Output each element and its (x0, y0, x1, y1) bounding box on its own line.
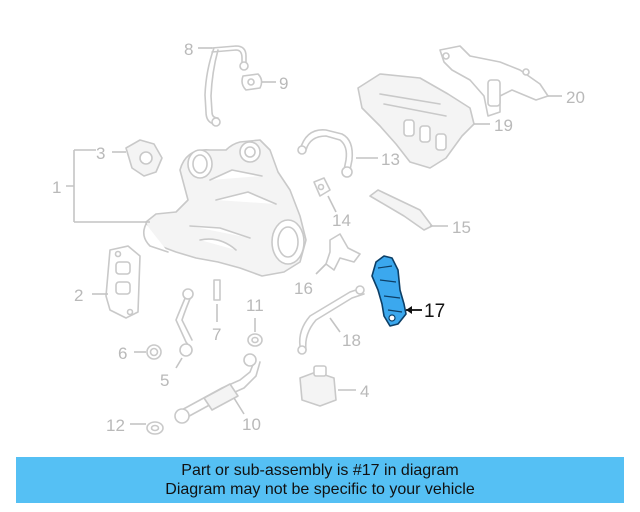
part-8-oil-line: 8 (184, 40, 249, 127)
callout-18: 18 (342, 331, 361, 350)
callout-19: 19 (494, 116, 513, 135)
callout-13: 13 (381, 150, 400, 169)
callout-9: 9 (279, 74, 288, 93)
part-18-support-rod: 18 (297, 285, 365, 355)
part-10-pipe-assembly: 10 (174, 353, 261, 434)
banner-line-1: Part or sub-assembly is #17 in diagram (181, 462, 459, 479)
callout-5: 5 (160, 371, 169, 390)
callout-10: 10 (242, 415, 261, 434)
info-banner: Part or sub-assembly is #17 in diagram D… (16, 457, 624, 503)
part-9-gasket: 9 (241, 73, 288, 93)
callout-6: 6 (118, 344, 127, 363)
callout-12: 12 (106, 416, 125, 435)
callout-8: 8 (184, 40, 193, 59)
callout-2: 2 (74, 286, 83, 305)
part-7-stud: 7 (212, 279, 221, 344)
part-12-gasket: 12 (106, 416, 164, 435)
part-15-shield-strip: 15 (369, 189, 471, 237)
callout-17: 17 (424, 301, 445, 322)
part-5-pipe: 5 (160, 288, 194, 390)
callout-15: 15 (452, 218, 471, 237)
callout-3: 3 (96, 144, 105, 163)
callout-11: 11 (246, 296, 264, 315)
part-17-heat-shield: 17 (371, 255, 445, 327)
callout-4: 4 (360, 382, 369, 401)
callout-7: 7 (212, 325, 221, 344)
part-1-turbocharger: 1 (52, 139, 307, 277)
part-2-gasket: 2 (74, 245, 141, 319)
banner-line-2: Diagram may not be specific to your vehi… (165, 481, 475, 498)
part-16-bracket: 16 (294, 233, 361, 298)
part-6-o-ring: 6 (118, 344, 162, 363)
callout-14: 14 (332, 211, 351, 230)
part-3-sensor: 3 (96, 139, 163, 177)
part-13-pipe: 13 (297, 129, 400, 178)
callout-16: 16 (294, 279, 313, 298)
part-19-heat-shield: 19 (357, 73, 513, 169)
callout-20: 20 (566, 88, 585, 107)
part-20-bracket: 20 (439, 45, 585, 117)
part-4-valve: 4 (299, 365, 369, 407)
part-14-gasket: 14 (313, 177, 351, 230)
part-11-seal: 11 (246, 296, 264, 347)
callout-1: 1 (52, 178, 61, 197)
